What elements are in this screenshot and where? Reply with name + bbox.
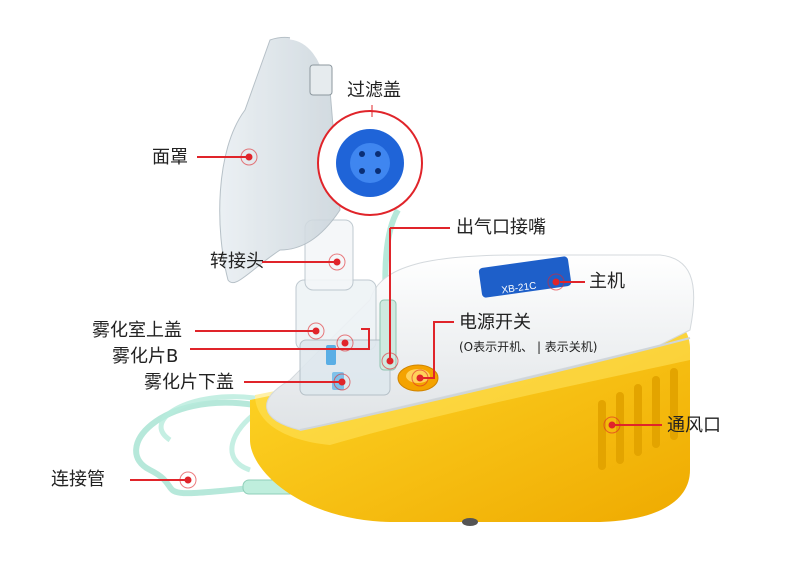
- label-main-unit: 主机: [589, 271, 625, 292]
- callout-markers: [179, 148, 621, 489]
- label-mask: 面罩: [152, 147, 188, 168]
- face-mask: [219, 36, 341, 284]
- label-filter-cap: 过滤盖: [347, 80, 401, 101]
- label-power-switch: 电源开关: [459, 312, 531, 333]
- atomizer-chamber: [295, 219, 397, 396]
- label-plate-bottom-cap: 雾化片下盖: [144, 372, 234, 393]
- label-atomizer-plate-b: 雾化片B: [112, 346, 179, 367]
- label-adapter: 转接头: [210, 251, 264, 272]
- label-chamber-top-cap: 雾化室上盖: [92, 320, 182, 341]
- label-vent: 通风口: [667, 415, 721, 436]
- label-outlet-nozzle: 出气口接嘴: [456, 217, 546, 238]
- label-tube: 连接管: [51, 469, 105, 490]
- filter-cap: [317, 110, 423, 216]
- callout-lines: [130, 105, 662, 481]
- model-label: XB-21C: [501, 281, 537, 297]
- label-power-switch-note: (O表示开机、 | 表示关机): [459, 340, 598, 354]
